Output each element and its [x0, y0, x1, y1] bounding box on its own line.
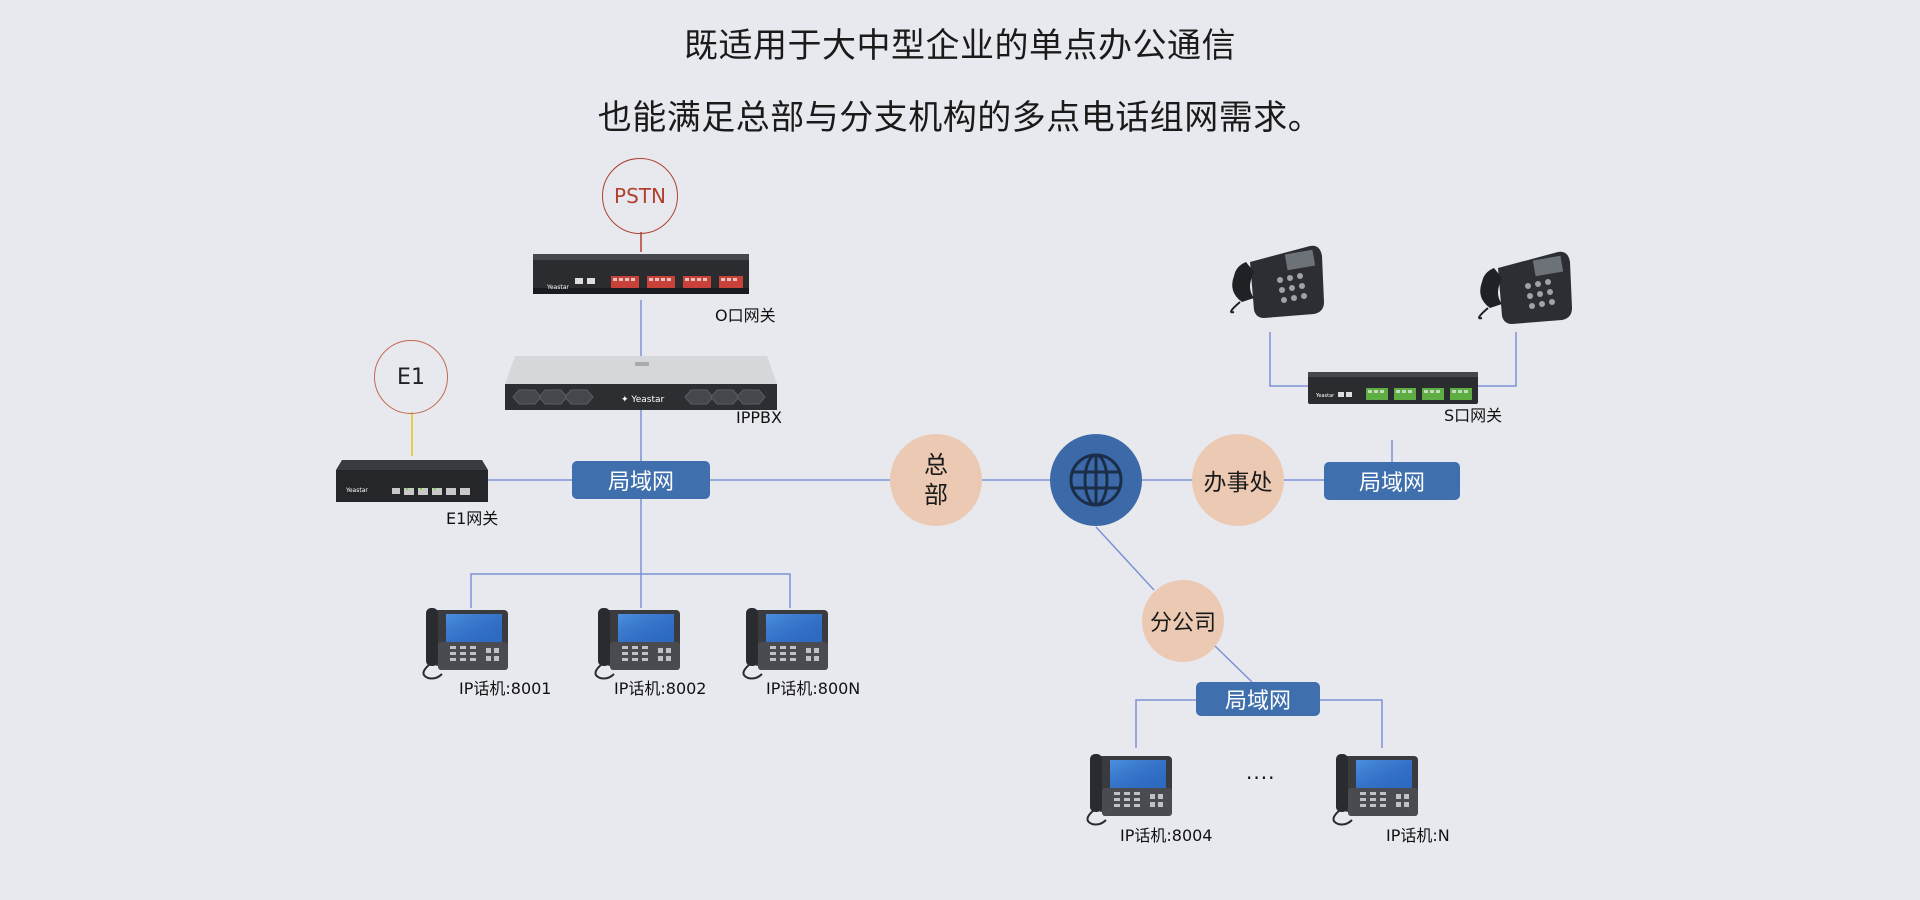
ip-phone-icon — [742, 607, 829, 680]
title-line-2: 也能满足总部与分支机构的多点电话组网需求。 — [597, 98, 1323, 138]
e1-gateway-device: Yeastar — [336, 460, 488, 502]
pstn-node: PSTN — [602, 158, 678, 234]
lan-branch-box: 局域网 — [1196, 682, 1320, 716]
desk-phone-icon — [1230, 244, 1325, 319]
o-port-gateway-device: Yeastar — [533, 254, 749, 294]
phone-label-8002: IP话机:8002 — [614, 679, 707, 698]
ippbx-server-device: ✦ Yeastar — [505, 356, 777, 410]
svg-text:Yeastar: Yeastar — [546, 284, 569, 291]
phone-label-8004: IP话机:8004 — [1120, 826, 1213, 845]
phone-label-8001: IP话机:8001 — [459, 679, 552, 698]
branch-node: 分公司 — [1142, 580, 1224, 662]
e1-gateway-label: E1网关 — [446, 509, 499, 528]
internet-globe — [1050, 434, 1142, 526]
globe-icon — [1069, 453, 1123, 507]
phone-label-n: IP话机:N — [1386, 826, 1450, 845]
lan-hq-box: 局域网 — [572, 461, 710, 499]
s-port-gateway-device: Yeastar — [1308, 372, 1478, 404]
ippbx-label: IPPBX — [736, 408, 782, 427]
svg-text:Yeastar: Yeastar — [1315, 393, 1335, 399]
office-node: 办事处 — [1192, 434, 1284, 526]
title-line-1: 既适用于大中型企业的单点办公通信 — [684, 26, 1236, 66]
desk-phone-icon — [1478, 250, 1573, 325]
o-gateway-label: O口网关 — [715, 306, 776, 325]
ip-phone-icon — [1086, 753, 1173, 826]
phone-label-800n: IP话机:800N — [766, 679, 861, 698]
ip-phone-icon — [422, 607, 509, 680]
lan-office-box: 局域网 — [1324, 462, 1460, 500]
ip-phone-icon — [594, 607, 681, 680]
ip-phone-icon — [1332, 753, 1419, 826]
ellipsis: ···· — [1246, 766, 1276, 790]
headquarters-node: 总 部 — [890, 434, 982, 526]
svg-text:✦ Yeastar: ✦ Yeastar — [621, 395, 664, 405]
connection-lines — [470, 300, 1517, 748]
s-gateway-label: S口网关 — [1444, 406, 1503, 425]
e1-node: E1 — [374, 340, 448, 414]
svg-text:Yeastar: Yeastar — [345, 487, 368, 494]
